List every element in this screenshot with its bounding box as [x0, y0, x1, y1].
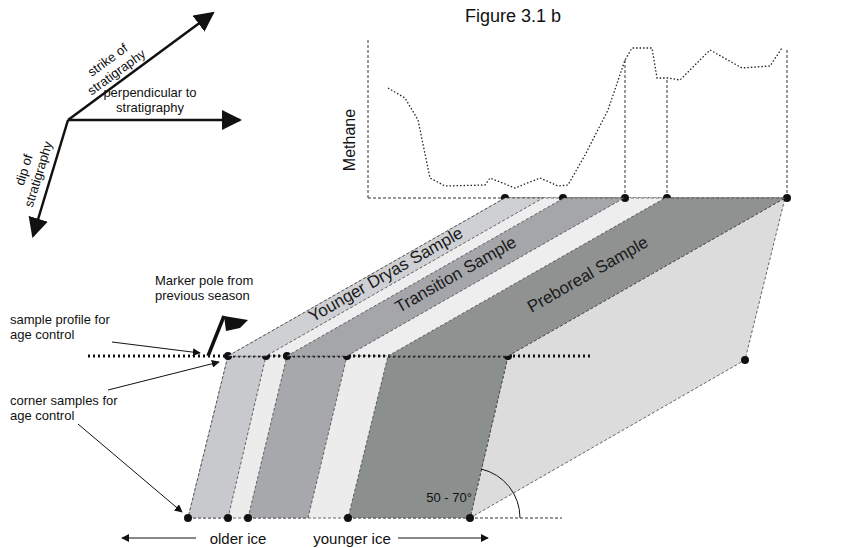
- figure-title: Figure 3.1 b: [465, 6, 561, 27]
- age-control-dots: [184, 194, 791, 522]
- sample-slab: Preboreal Sample: [388, 198, 785, 356]
- methane-curve: [388, 48, 782, 188]
- ice-block: [188, 198, 785, 518]
- angle-arc: [481, 469, 520, 518]
- direction-label: older ice: [198, 530, 278, 547]
- axis-label: perpendicular to stratigraphy: [98, 85, 202, 115]
- callout-label: sample profile for age control: [10, 312, 122, 342]
- callout-label: corner samples for age control: [10, 393, 122, 423]
- direction-label: younger ice: [307, 530, 397, 547]
- axis-title: Methane: [341, 95, 359, 185]
- leader-lines: [78, 342, 488, 538]
- axis-label: dip of stratigraphy: [5, 128, 58, 215]
- callout-label: Marker pole from previous season: [155, 273, 255, 303]
- angle-label: 50 - 70°: [419, 490, 479, 505]
- orientation-arrows: [33, 13, 240, 236]
- plot-axes: [368, 40, 792, 198]
